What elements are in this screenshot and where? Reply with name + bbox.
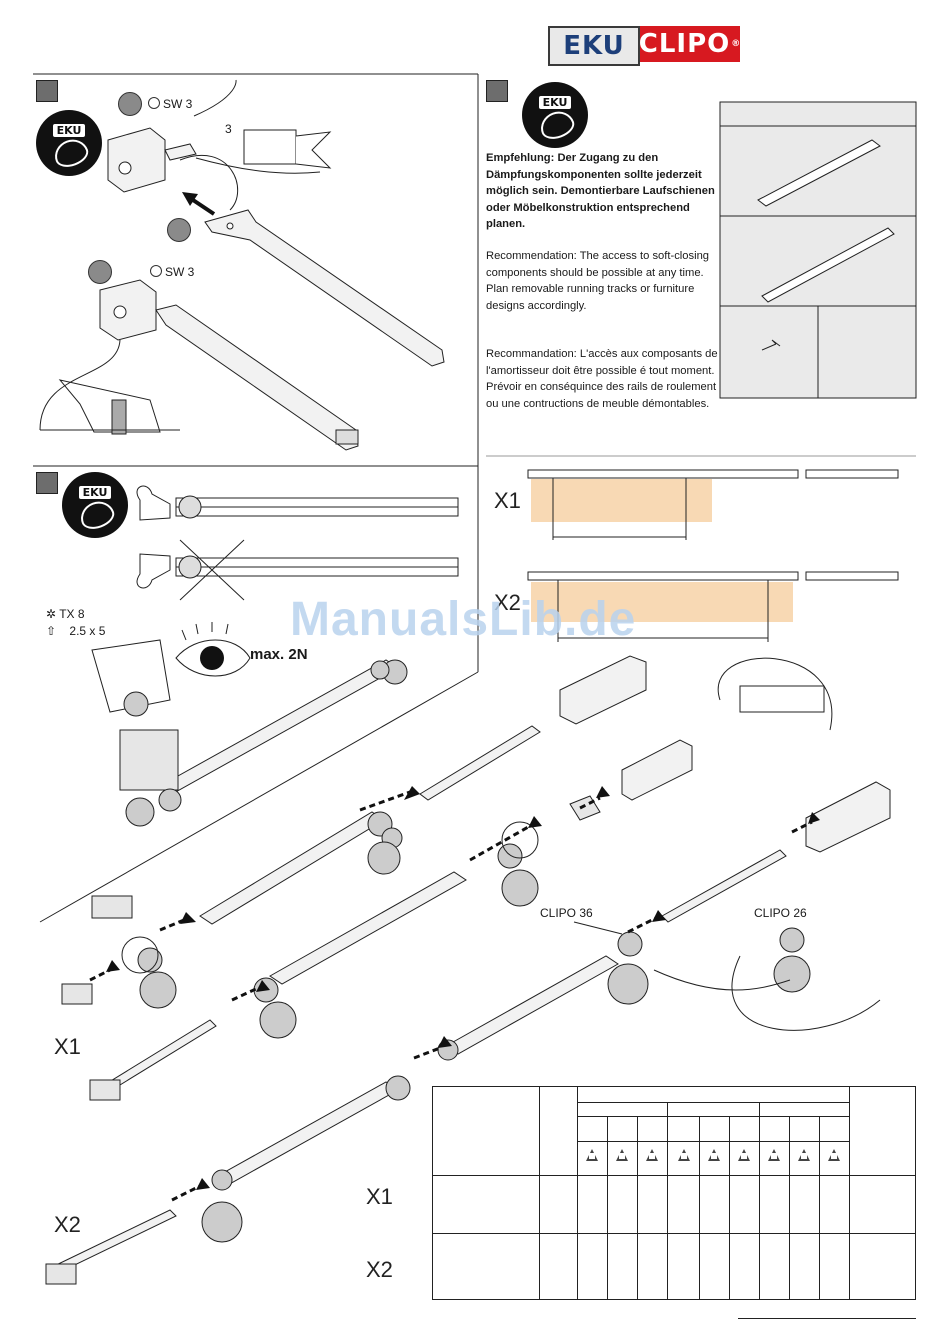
screw-icon: ⇧ bbox=[46, 624, 57, 638]
clipo36-label: CLIPO 36 bbox=[540, 906, 593, 920]
recommendation-en: Recommendation: The access to soft-closi… bbox=[486, 250, 710, 312]
clipo26-label: CLIPO 26 bbox=[754, 906, 807, 920]
damping-badge-icon: EKU bbox=[522, 82, 588, 148]
footer-rule bbox=[738, 1318, 916, 1319]
step-circle bbox=[167, 218, 191, 242]
torx-size-label: ✲ TX 8 bbox=[46, 607, 85, 621]
weight-icon bbox=[768, 1149, 780, 1161]
weight-icon bbox=[616, 1149, 628, 1161]
spec-table bbox=[432, 1086, 916, 1300]
table-row-x1: X1 bbox=[366, 1184, 393, 1209]
weight-icon bbox=[646, 1149, 658, 1161]
weight-icon bbox=[798, 1149, 810, 1161]
watermark: ManualsLib.de bbox=[290, 593, 637, 646]
damping-badge-icon: EKU bbox=[36, 110, 102, 176]
hex-icon bbox=[148, 97, 160, 109]
dimension-label: 3 bbox=[225, 122, 232, 136]
step-circle bbox=[118, 92, 142, 116]
table-row-x2: X2 bbox=[366, 1257, 393, 1282]
step-circle bbox=[88, 260, 112, 284]
torx-icon: ✲ bbox=[46, 607, 57, 621]
eku-logo: EKU bbox=[548, 26, 640, 66]
hex-icon bbox=[150, 265, 162, 277]
weight-icon bbox=[586, 1149, 598, 1161]
weight-icon bbox=[738, 1149, 750, 1161]
assembly-x2-label: X2 bbox=[54, 1212, 81, 1237]
max-force-label: max. 2N bbox=[250, 646, 308, 663]
clipo-logo: CLIPO® bbox=[639, 26, 740, 62]
variant-x2-label: X2 bbox=[494, 590, 521, 615]
assembly-x1-label: X1 bbox=[54, 1034, 81, 1059]
variant-x1-label: X1 bbox=[494, 488, 521, 513]
step-marker-3 bbox=[36, 472, 58, 494]
wrench-size-label: SW 3 bbox=[150, 265, 194, 279]
wrench-size-label: SW 3 bbox=[148, 97, 192, 111]
screw-size-label: ⇧ 2.5 x 5 bbox=[46, 624, 106, 638]
recommendation-de: Empfehlung: Der Zugang zu den Dämpfungsk… bbox=[486, 152, 715, 230]
step-marker-1 bbox=[36, 80, 58, 102]
step-marker-2 bbox=[486, 80, 508, 102]
weight-icon bbox=[708, 1149, 720, 1161]
weight-icon bbox=[828, 1149, 840, 1161]
recommendation-fr: Recommandation: L'accès aux composants d… bbox=[486, 348, 718, 410]
weight-icon bbox=[678, 1149, 690, 1161]
damping-badge-icon: EKU bbox=[62, 472, 128, 538]
